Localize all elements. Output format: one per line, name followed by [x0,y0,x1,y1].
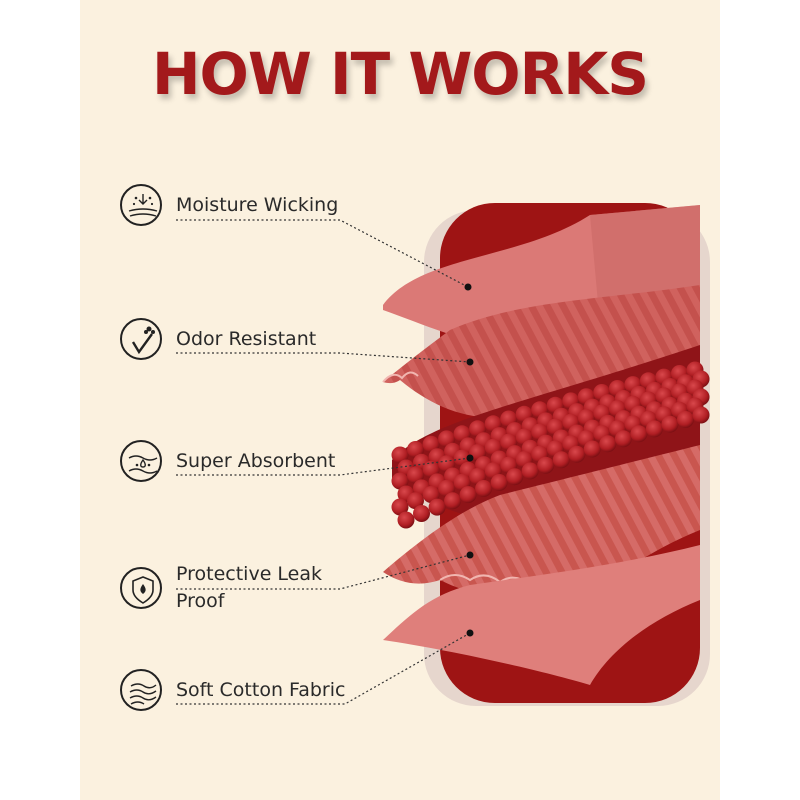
marker-dot-4 [467,552,474,559]
absorbent-bead [693,407,710,424]
feature-label: Protective Leak Proof [176,561,346,615]
marker-dot-3 [467,455,474,462]
absorbent-bead [661,416,678,433]
absorbent-bead [444,492,461,509]
absorbent-bead [475,480,492,497]
feature-label: Super Absorbent [176,448,335,475]
absorbent-bead [491,474,508,491]
odor-resistant-icon [120,318,162,360]
soft-fabric-icon [120,669,162,711]
feature-label: Odor Resistant [176,326,316,353]
absorbent-bead [398,512,415,529]
absorbent-bead [429,499,446,516]
shield-drop-icon [120,567,162,609]
marker-dot-5 [467,630,474,637]
absorbent-bead [460,486,477,503]
absorbent-bead [630,425,647,442]
absorbent-bead [537,457,554,474]
feature-label: Soft Cotton Fabric [176,677,345,704]
feature-label: Moisture Wicking [176,192,338,219]
absorbent-bead [646,420,663,437]
absorbent-bead [599,435,616,452]
absorbent-bead [553,451,570,468]
marker-dot-1 [465,284,472,291]
absorbent-bead [584,441,601,458]
absorbent-bead [506,468,523,485]
absorbent-bead [522,462,539,479]
absorbent-bead [615,430,632,447]
moisture-wicking-icon [120,184,162,226]
absorbent-bead [568,446,585,463]
super-absorbent-icon [120,440,162,482]
absorbent-bead [413,505,430,522]
absorbent-bead [677,411,694,428]
marker-dot-2 [467,359,474,366]
